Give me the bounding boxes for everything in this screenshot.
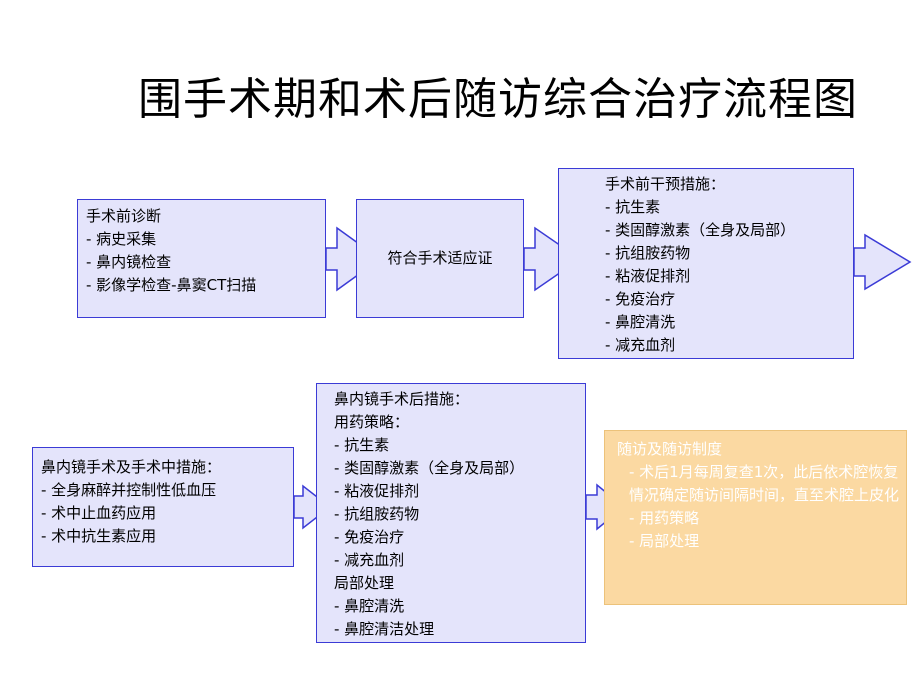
preop-intervention-item: - 鼻腔清洗 <box>605 313 676 331</box>
postop-heading: 鼻内镜手术后措施： <box>334 390 470 408</box>
preop-intervention-item: - 减充血剂 <box>605 336 676 354</box>
preop-intervention-heading: 手术前干预措施： <box>605 175 726 193</box>
followup-item: - 术后1月每周复查1次，此后依术腔恢复情况确定随访间隔时间，直至术腔上皮化 <box>629 463 900 504</box>
postop-item: - 鼻腔清洁处理 <box>334 620 435 638</box>
followup-box: 随访及随访制度 - 术后1月每周复查1次，此后依术腔恢复情况确定随访间隔时间，直… <box>604 430 907 605</box>
page-title: 围手术期和术后随访综合治疗流程图 <box>138 74 858 125</box>
preop-intervention-item: - 免疫治疗 <box>605 290 676 308</box>
postop-subheading: 用药策略： <box>334 413 410 431</box>
postop-item: - 抗生素 <box>334 436 390 454</box>
preop-intervention-item: - 抗组胺药物 <box>605 244 691 262</box>
intraop-item: - 术中止血药应用 <box>41 504 157 522</box>
preop-diagnosis-item: - 影像学检查-鼻窦CT扫描 <box>86 276 257 294</box>
preop-diagnosis-item: - 病史采集 <box>86 230 157 248</box>
postop-item: - 类固醇激素（全身及局部） <box>334 459 525 477</box>
arrow-indication-to-preop <box>523 226 582 292</box>
postop-item: - 粘液促排剂 <box>334 482 420 500</box>
preop-intervention-item: - 类固醇激素（全身及局部） <box>605 221 796 239</box>
preop-intervention-item: - 粘液促排剂 <box>605 267 691 285</box>
surgical-indication-label: 符合手术适应证 <box>387 249 493 267</box>
intraop-item: - 术中抗生素应用 <box>41 527 157 545</box>
arrow-preop-out <box>853 233 912 291</box>
surgical-indication-box: 符合手术适应证 <box>356 199 524 318</box>
postop-item: - 免疫治疗 <box>334 528 405 546</box>
followup-item: - 局部处理 <box>629 532 700 550</box>
postop-item: - 鼻腔清洗 <box>334 597 405 615</box>
preop-diagnosis-heading: 手术前诊断 <box>86 207 162 225</box>
postop-item: - 减充血剂 <box>334 551 405 569</box>
intraop-measures-box: 鼻内镜手术及手术中措施： - 全身麻醉并控制性低血压 - 术中止血药应用 - 术… <box>32 447 294 567</box>
preop-intervention-box: 手术前干预措施： - 抗生素 - 类固醇激素（全身及局部） - 抗组胺药物 - … <box>558 168 854 359</box>
followup-heading: 随访及随访制度 <box>617 440 723 458</box>
preop-diagnosis-box: 手术前诊断 - 病史采集 - 鼻内镜检查 - 影像学检查-鼻窦CT扫描 <box>77 199 326 318</box>
followup-item: - 用药策略 <box>629 509 700 527</box>
preop-diagnosis-item: - 鼻内镜检查 <box>86 253 172 271</box>
preop-intervention-item: - 抗生素 <box>605 198 661 216</box>
postop-measures-box: 鼻内镜手术后措施： 用药策略： - 抗生素 - 类固醇激素（全身及局部） - 粘… <box>316 383 586 643</box>
postop-subheading: 局部处理 <box>334 574 395 592</box>
intraop-heading: 鼻内镜手术及手术中措施： <box>41 458 222 476</box>
postop-item: - 抗组胺药物 <box>334 505 420 523</box>
intraop-item: - 全身麻醉并控制性低血压 <box>41 481 217 499</box>
